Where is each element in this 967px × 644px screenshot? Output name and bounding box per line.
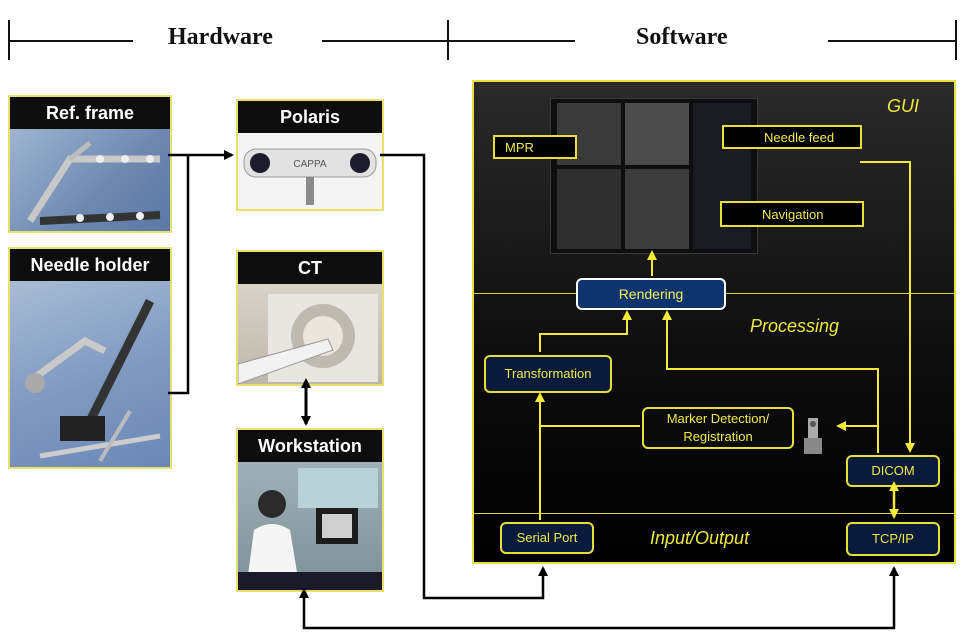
- needle-holder-photo: [10, 281, 170, 467]
- marker-icon: [804, 418, 822, 454]
- polaris-box: Polaris CAPPA: [236, 99, 384, 211]
- mpr-view-3: [557, 169, 621, 249]
- workstation-to-tcpip-arrow: [299, 566, 899, 630]
- ct-label: CT: [238, 252, 382, 284]
- ref-frame-label: Ref. frame: [10, 97, 170, 129]
- header-right-tick: [955, 20, 957, 60]
- ct-scanner-illustration: [238, 294, 378, 384]
- transformation-to-rendering-arrow: [539, 310, 632, 352]
- header-line: [828, 40, 956, 42]
- navigation-callout: Navigation: [720, 201, 864, 227]
- transformation-node: Transformation: [484, 355, 612, 393]
- mpr-view-2: [625, 103, 689, 165]
- software-header: Software: [636, 24, 728, 50]
- header-line: [8, 40, 133, 42]
- mpr-view-4: [625, 169, 689, 249]
- processing-section-title: Processing: [750, 316, 840, 336]
- io-section-title: Input/Output: [650, 528, 750, 548]
- ct-box: CT: [236, 250, 384, 386]
- polaris-to-serial-port-arrow: [380, 153, 548, 600]
- gui-section-title: GUI: [887, 96, 920, 116]
- needle-feed-callout: Needle feed: [722, 125, 862, 149]
- polaris-brand-text: CAPPA: [293, 159, 326, 170]
- needle-holder-label: Needle holder: [10, 249, 170, 281]
- ref-frame-illustration: [27, 141, 161, 225]
- hardware-header: Hardware: [168, 24, 273, 50]
- needle-holder-illustration: [25, 298, 161, 463]
- processing-io-divider: [474, 513, 954, 514]
- needle-holder-to-polaris-line: [168, 155, 190, 395]
- ref-frame-photo: [10, 129, 170, 231]
- ct-photo: [238, 284, 382, 384]
- tcp-ip-node: TCP/IP: [846, 522, 940, 556]
- marker-detection-node: Marker Detection/ Registration: [642, 407, 794, 449]
- rendering-node: Rendering: [576, 278, 726, 310]
- needle-holder-box: Needle holder: [8, 247, 172, 469]
- ref-frame-box: Ref. frame: [8, 95, 172, 233]
- mpr-callout: MPR: [493, 135, 577, 159]
- polaris-photo: CAPPA: [238, 133, 382, 209]
- workstation-label: Workstation: [238, 430, 382, 462]
- header-line: [447, 40, 575, 42]
- serial-port-node: Serial Port: [500, 522, 594, 554]
- polaris-illustration: CAPPA: [243, 148, 377, 205]
- software-panel: GUI Processing Input/Output MPR Needle f…: [472, 80, 956, 564]
- header-line: [322, 40, 447, 42]
- dicom-to-rendering-arrow: [662, 310, 879, 453]
- polaris-label: Polaris: [238, 101, 382, 133]
- gui-to-dicom-arrow: [860, 161, 915, 453]
